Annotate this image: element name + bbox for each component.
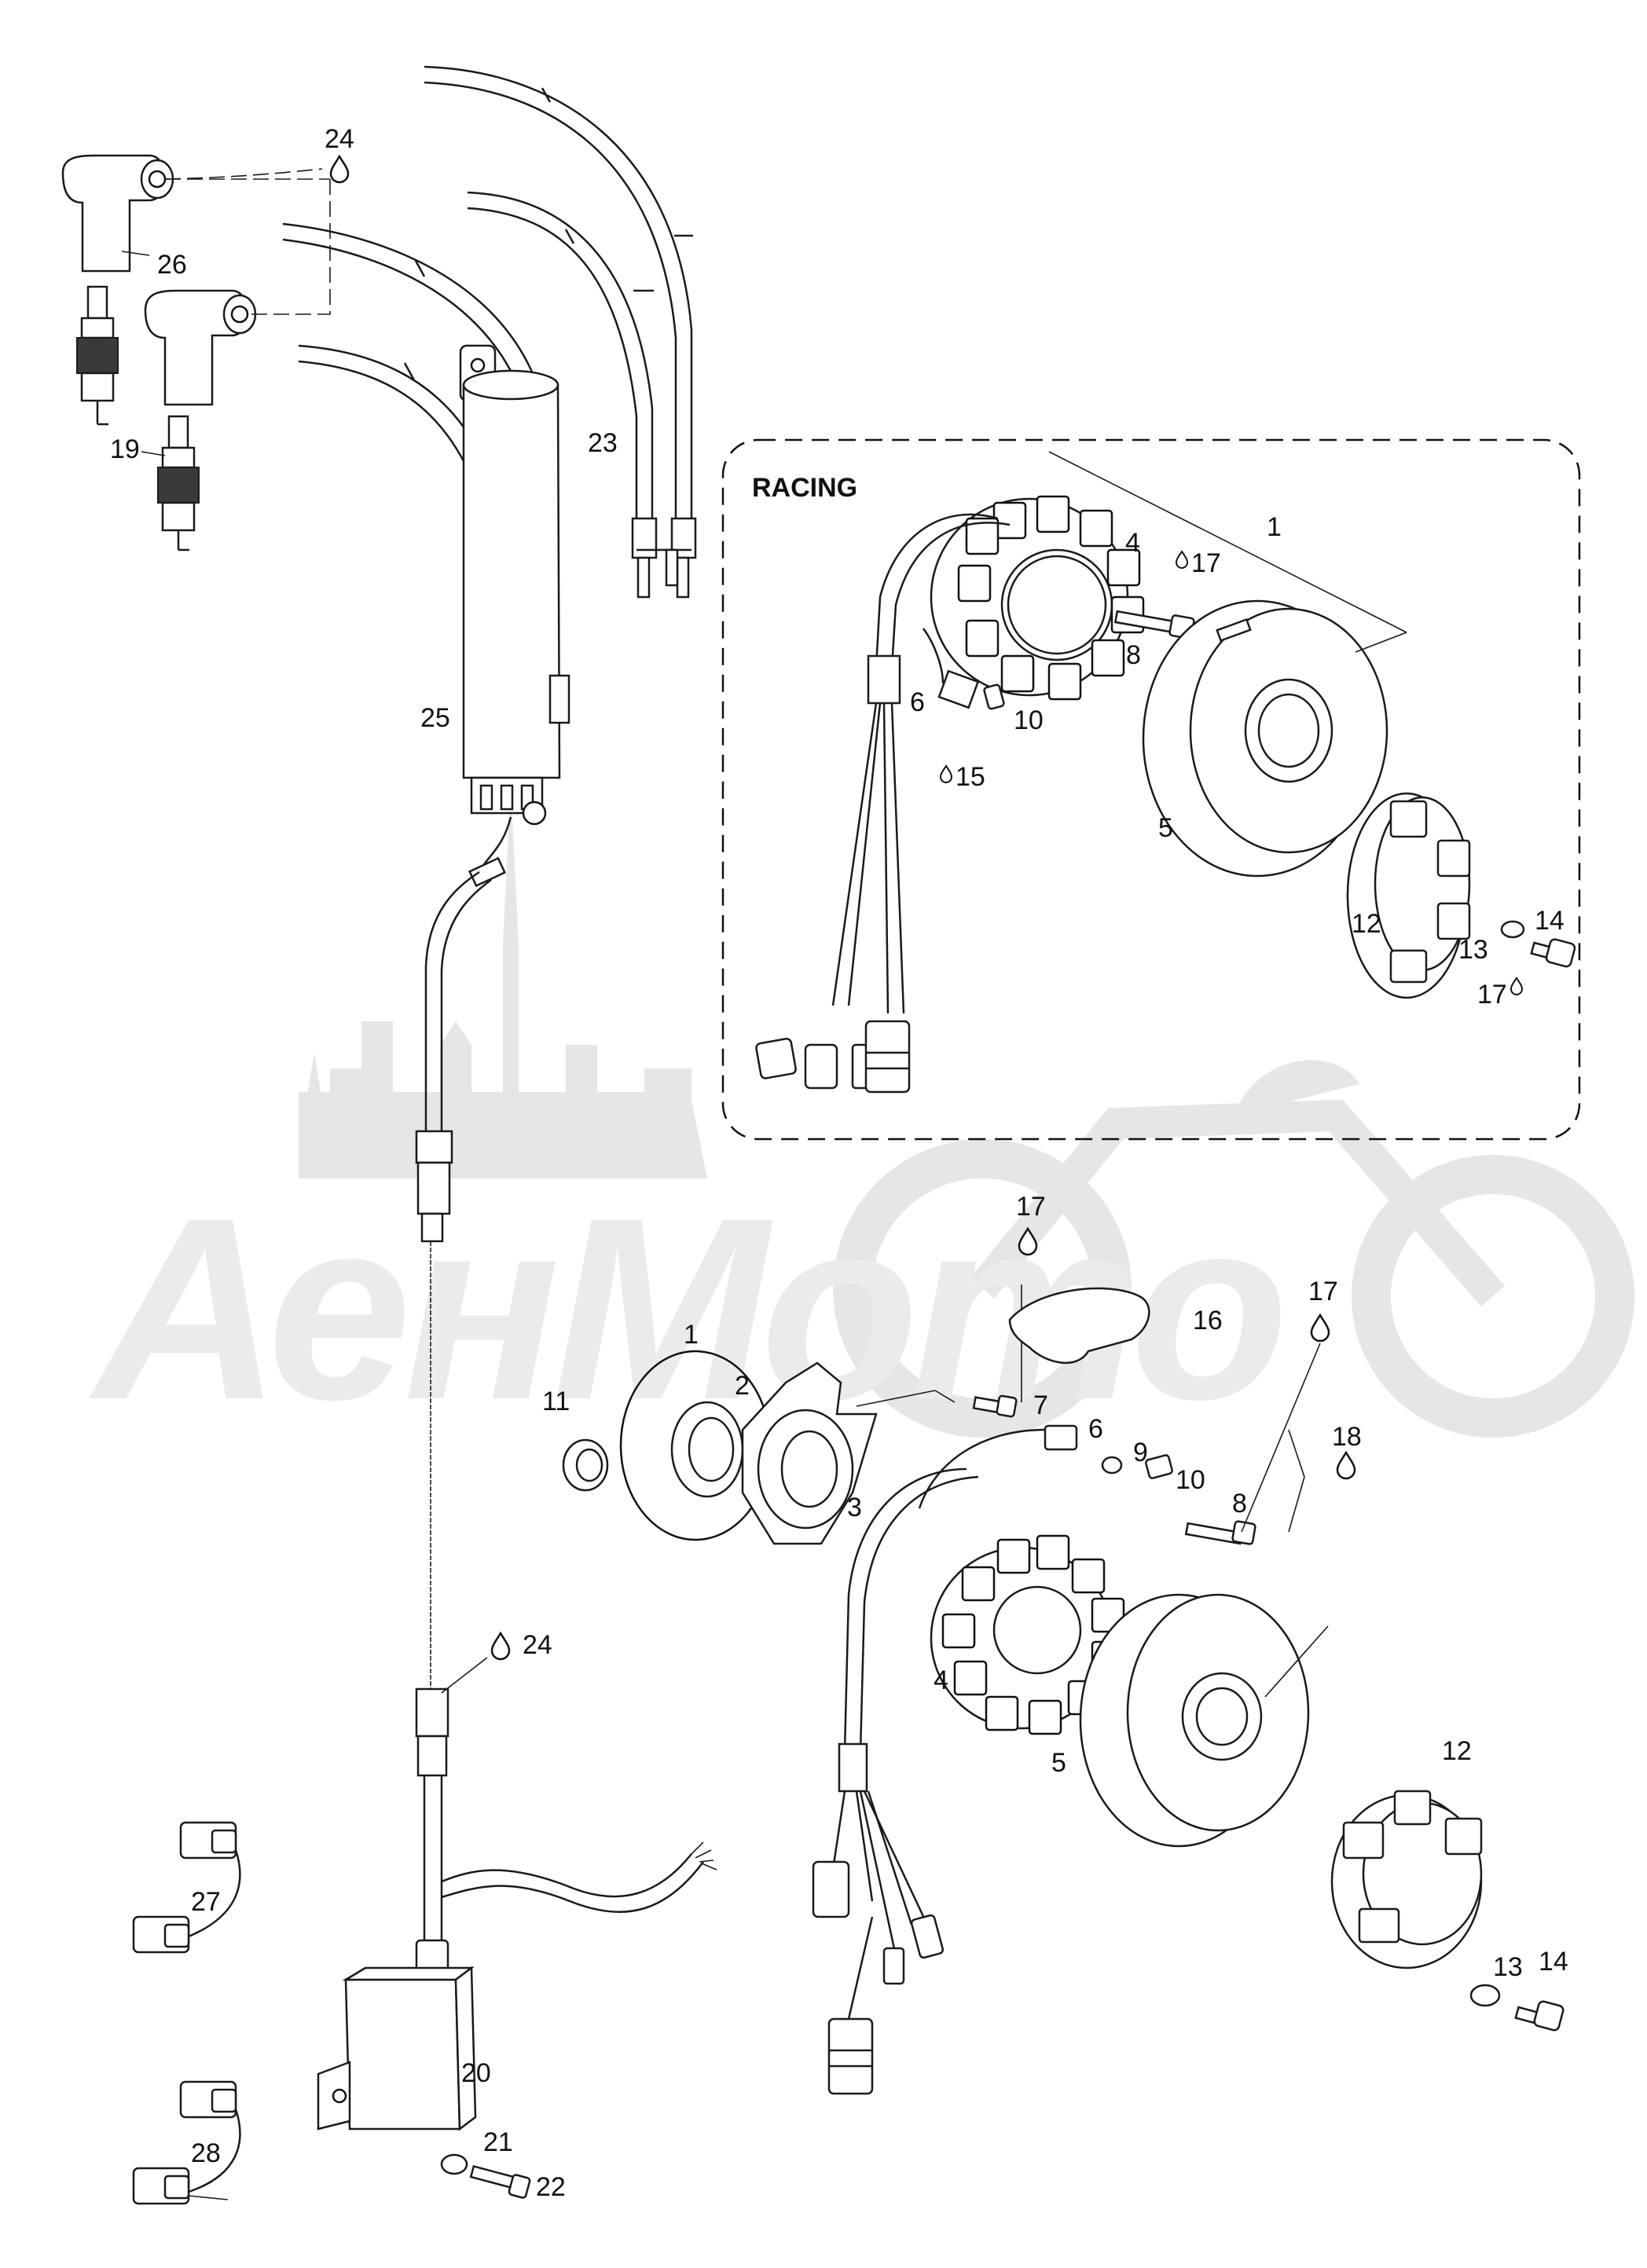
callout-m16: 16 — [1193, 1306, 1223, 1336]
callout-m17b: 17 — [1308, 1277, 1338, 1306]
spark-plug-cap-upper — [61, 154, 174, 273]
callout-r10: 10 — [1014, 705, 1044, 735]
spark-plug-lower — [157, 415, 200, 551]
stator-plate-3 — [741, 1361, 878, 1545]
drop-icon — [490, 1632, 511, 1661]
watermark-skyline — [299, 786, 707, 1178]
oil-seal-2 — [670, 1401, 744, 1498]
callout-m17a: 17 — [1016, 1192, 1046, 1222]
racing-pickup-coil — [922, 628, 980, 709]
callout-r13: 13 — [1458, 935, 1488, 965]
jumper-connector-27 — [132, 1821, 241, 1954]
callout-m11: 11 — [542, 1387, 570, 1416]
callout-23: 23 — [588, 428, 618, 458]
stator-harness — [812, 1467, 979, 2095]
racing-screw-10 — [983, 683, 1005, 710]
callout-m10: 10 — [1176, 1465, 1205, 1495]
spark-plug-upper — [76, 285, 119, 426]
callout-27: 27 — [191, 1887, 221, 1917]
callout-22: 22 — [536, 2172, 566, 2202]
callout-r15: 15 — [956, 762, 985, 792]
ignition-coil — [459, 344, 570, 888]
callout-26: 26 — [157, 250, 187, 280]
callout-28: 28 — [191, 2138, 221, 2168]
callout-m7: 7 — [1033, 1390, 1048, 1420]
callout-r17b: 17 — [1477, 980, 1507, 1009]
callout-m3: 3 — [847, 1493, 862, 1522]
callout-19: 19 — [110, 434, 140, 464]
callout-m9: 9 — [1133, 1438, 1148, 1467]
bolt-22 — [469, 2164, 531, 2199]
spark-plug-cap-lower — [144, 289, 257, 406]
drop-icon — [940, 765, 952, 783]
cdi-unit — [317, 1966, 477, 2131]
cover-16 — [1008, 1287, 1150, 1365]
callout-m24: 24 — [523, 1630, 552, 1660]
callout-m2: 2 — [735, 1371, 750, 1401]
cdi-harness — [415, 1841, 717, 1989]
racing-flywheel — [1142, 599, 1388, 878]
screw-8 — [1184, 1520, 1256, 1545]
callout-r12: 12 — [1352, 909, 1381, 939]
callout-24-top: 24 — [325, 124, 354, 154]
racing-title: RACING — [752, 473, 857, 503]
flywheel-5 — [1079, 1593, 1310, 1848]
screw-7 — [972, 1394, 1018, 1418]
racing-bolt-14 — [1530, 938, 1576, 968]
callout-r5: 5 — [1158, 813, 1173, 843]
callout-r17a: 17 — [1191, 548, 1221, 578]
racing-rotor-12 — [1346, 792, 1471, 999]
callout-20: 20 — [461, 2058, 491, 2088]
callout-m14: 14 — [1539, 1947, 1568, 1977]
jumper-connector-28 — [132, 2080, 241, 2205]
callout-r14: 14 — [1535, 906, 1564, 936]
bolt-14 — [1514, 2000, 1564, 2032]
callout-r8: 8 — [1126, 640, 1141, 670]
callout-r6: 6 — [910, 687, 925, 717]
drop-icon — [329, 155, 350, 184]
callout-m8: 8 — [1232, 1489, 1247, 1519]
callout-m6: 6 — [1088, 1414, 1103, 1444]
drop-icon — [1510, 977, 1523, 995]
callout-r1: 1 — [1267, 512, 1282, 542]
callout-21: 21 — [483, 2127, 513, 2157]
callout-m18: 18 — [1332, 1422, 1362, 1452]
callout-r4: 4 — [1125, 528, 1140, 558]
racing-washer-13 — [1500, 920, 1525, 939]
racing-stator — [930, 495, 1145, 701]
screw-10 — [1145, 1454, 1173, 1479]
callout-m5: 5 — [1051, 1748, 1066, 1778]
callout-m12: 12 — [1442, 1736, 1472, 1766]
washer-9 — [1101, 1456, 1123, 1475]
callout-m4: 4 — [934, 1665, 948, 1695]
callout-m1: 1 — [684, 1320, 699, 1350]
drop-icon — [1310, 1314, 1330, 1343]
washer-13 — [1469, 1984, 1501, 2007]
oil-seal-11 — [562, 1438, 609, 1492]
rotor-12 — [1330, 1790, 1483, 1969]
racing-stator-harness — [755, 513, 1011, 1094]
callout-25: 25 — [420, 703, 450, 733]
callout-m13: 13 — [1493, 1952, 1523, 1982]
coil-to-cdi-wire — [415, 870, 492, 1948]
drop-icon — [1336, 1451, 1356, 1480]
drop-icon — [1176, 551, 1188, 569]
washer-21 — [440, 2153, 468, 2175]
racing-box: RACING — [721, 438, 1581, 1141]
